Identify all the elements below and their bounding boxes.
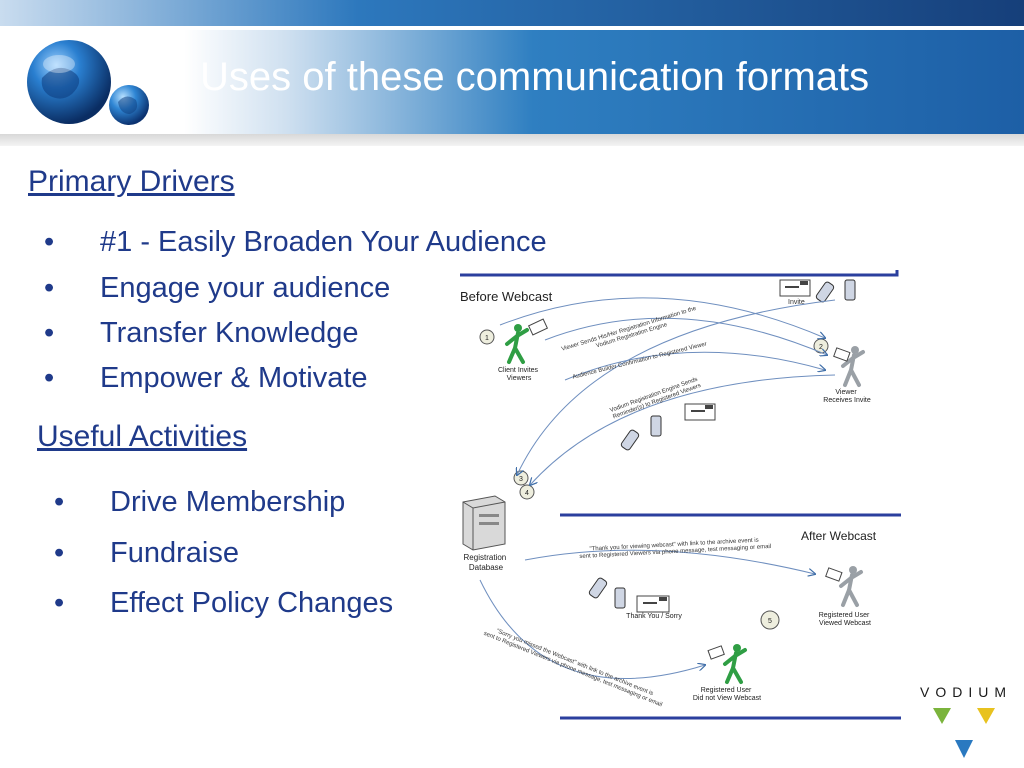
registration-arrow — [544, 317, 827, 355]
bullet-text: Drive Membership — [110, 486, 346, 518]
useful-activities-list: •Drive Membership •Fundraise •Effect Pol… — [54, 486, 393, 637]
bullet-text: Effect Policy Changes — [110, 587, 394, 619]
step-5-badge: 5 — [760, 610, 780, 630]
invite-envelope-icon — [779, 279, 811, 297]
pda-icon — [650, 415, 662, 437]
cell-phone-icon — [620, 429, 640, 451]
sorry-arrow-label: "Sorry you missed the Webcast" with link… — [483, 624, 666, 708]
cell-phone-icon — [588, 577, 608, 599]
pda-icon — [844, 279, 856, 301]
list-item: •#1 - Easily Broaden Your Audience — [44, 226, 547, 258]
list-item: •Drive Membership — [54, 486, 346, 518]
viewer-to-db-arrow — [517, 299, 836, 475]
thank-you-arrow-label: "Thank you for viewing webcast" with lin… — [579, 537, 771, 560]
database-server-icon — [462, 495, 506, 551]
thank-you-arrow — [524, 549, 815, 574]
step-4-badge: 4 — [519, 484, 535, 500]
client-figure-icon — [505, 324, 529, 364]
registered-absent-figure-icon — [723, 644, 747, 684]
envelope-icon — [527, 318, 549, 336]
sorry-arrow — [479, 579, 705, 680]
after-webcast-title: After Webcast — [801, 529, 877, 543]
audience-builder-arrow-label: Audience Builder Confirmation to Registe… — [572, 341, 708, 380]
envelope-icon — [684, 403, 716, 421]
client-invites-label: Client Invites Viewers — [498, 367, 540, 382]
envelope-icon — [636, 595, 670, 613]
globe-logo-icon — [27, 40, 149, 125]
svg-text:3: 3 — [519, 476, 523, 483]
invite-arrow — [499, 297, 825, 338]
registration-database-label: Registration Database — [464, 553, 509, 572]
list-item: •Fundraise — [54, 537, 239, 569]
envelope-icon — [825, 567, 843, 582]
step-3-badge: 3 — [513, 470, 529, 486]
vodium-triangles-icon — [933, 708, 995, 758]
primary-drivers-heading: Primary Drivers — [28, 165, 235, 198]
header-shadow — [0, 134, 1024, 146]
vodium-wordmark: VODIUM — [920, 684, 1012, 700]
vodium-logo: VODIUM — [915, 680, 1015, 766]
list-item: •Transfer Knowledge — [44, 317, 359, 349]
pda-icon — [614, 587, 626, 609]
primary-drivers-list: •#1 - Easily Broaden Your Audience •Enga… — [44, 226, 547, 407]
bullet-text: Empower & Motivate — [100, 362, 368, 394]
before-frame-line — [460, 270, 899, 277]
list-item: •Engage your audience — [44, 272, 391, 304]
header-divider — [0, 26, 1024, 30]
viewer-receives-label: Viewer Receives Invite — [823, 389, 871, 404]
bullet-text: Engage your audience — [100, 272, 391, 304]
svg-text:2: 2 — [819, 344, 823, 351]
bullet-text: Transfer Knowledge — [100, 317, 359, 349]
useful-activities-heading: Useful Activities — [37, 420, 248, 453]
reminder-arrow — [530, 374, 836, 485]
step-1-badge: 1 — [479, 329, 495, 345]
list-item: •Empower & Motivate — [44, 362, 368, 394]
svg-text:5: 5 — [768, 618, 772, 625]
slide-title: Uses of these communication formats — [200, 55, 870, 99]
registered-viewed-label: Registered User Viewed Webcast — [819, 612, 872, 627]
cell-phone-icon — [815, 281, 835, 303]
list-item: •Effect Policy Changes — [54, 587, 394, 619]
webcast-workflow-diagram: Before Webcast Invite 1 2 3 4 5 Client I… — [460, 270, 901, 720]
invite-label: Invite — [788, 299, 805, 306]
svg-text:4: 4 — [525, 490, 529, 497]
header-top-band — [0, 0, 1024, 26]
bullet-text: #1 - Easily Broaden Your Audience — [100, 226, 547, 258]
svg-text:1: 1 — [485, 335, 489, 342]
before-webcast-title: Before Webcast — [460, 289, 553, 304]
envelope-icon — [707, 645, 725, 660]
registered-not-viewed-label: Registered User Did not View Webcast — [693, 687, 761, 702]
registered-viewer-figure-icon — [839, 566, 863, 607]
thank-you-sorry-label: Thank You / Sorry — [626, 613, 682, 620]
viewer-figure-icon — [841, 346, 865, 387]
confirmation-arrow — [564, 351, 825, 381]
bullet-text: Fundraise — [110, 537, 239, 569]
envelope-icon — [833, 347, 851, 362]
